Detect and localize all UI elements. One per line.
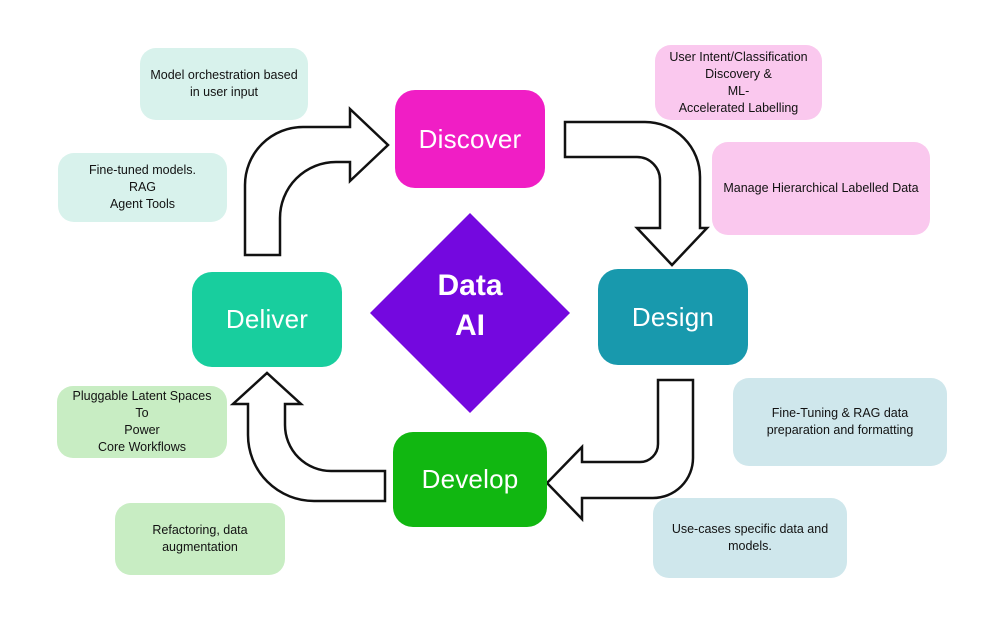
stage-discover: Discover [395, 90, 545, 188]
stage-discover-label: Discover [418, 123, 522, 154]
note-refactoring-augmentation: Refactoring, data augmentation [115, 503, 285, 575]
center-diamond [370, 213, 570, 413]
note-fine-tuned-models: Fine-tuned models. RAG Agent Tools [58, 153, 227, 222]
note-fine-tuning-rag-preparation: Fine-Tuning & RAG data preparation and f… [733, 378, 947, 466]
stage-design-label: Design [631, 301, 715, 332]
arrow-deliver-to-discover [243, 106, 390, 257]
note-model-orchestration: Model orchestration based in user input [140, 48, 308, 120]
stage-develop-label: Develop [421, 464, 519, 494]
note-use-cases-specific: Use-cases specific data and models. [653, 498, 847, 578]
center-diamond-label: Data AI [437, 269, 503, 342]
stage-develop: Develop [393, 432, 547, 527]
stage-design: Design [598, 269, 748, 365]
arrow-develop-to-deliver [229, 371, 387, 503]
arrow-discover-to-design [563, 120, 710, 267]
arrow-design-to-develop [545, 378, 695, 523]
stage-deliver-label: Deliver [225, 304, 309, 334]
note-manage-hierarchical-data: Manage Hierarchical Labelled Data [712, 142, 930, 235]
note-user-intent-classification: User Intent/Classification Discovery & M… [655, 45, 822, 120]
stage-deliver: Deliver [192, 272, 342, 367]
note-pluggable-latent-spaces: Pluggable Latent Spaces To Power Core Wo… [57, 386, 227, 458]
